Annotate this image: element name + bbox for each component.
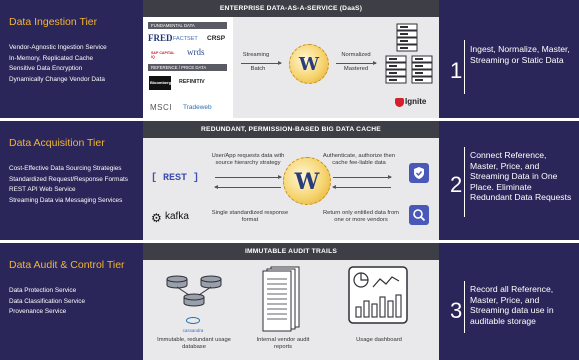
refinitiv-logo: REFINITIV — [179, 79, 205, 85]
cassandra-logo: cassandra — [182, 328, 204, 333]
tier-1-divider — [464, 40, 465, 94]
tier-2-divider — [464, 147, 465, 217]
msci-logo: MSCI — [150, 103, 172, 112]
tier-1-band-title: ENTERPRISE DATA-AS-A-SERVICE (DaaS) — [143, 0, 439, 17]
tier-2-left-panel: Data Acquisition Tier Cost-Effective Dat… — [0, 121, 143, 240]
arrow-normalized — [336, 61, 377, 65]
tier-3-description: Record all Reference, Master, Price, and… — [470, 284, 554, 326]
request-text: User/App requests data with source hiera… — [211, 153, 285, 166]
ignite-logo: Ignite — [405, 97, 427, 106]
tier-3-bullet: Data Protection Service — [9, 287, 77, 294]
batch-label: Batch — [250, 66, 266, 72]
fundamental-data-header: FUNDAMENTAL DATA — [148, 22, 227, 29]
sp-capital-iq-logo: S&P CAPITAL IQ — [151, 51, 175, 59]
tier-2-right-panel: 2 Connect Reference, Master, Price, and … — [439, 121, 579, 240]
tier-acquisition: Data Acquisition Tier Cost-Effective Dat… — [0, 121, 579, 240]
crsp-logo: CRSP — [207, 35, 226, 42]
tier-3-bullet: Provenance Service — [9, 308, 67, 316]
ignite-flame-icon — [395, 98, 404, 107]
tier-1-bullet: Dynamically Change Vendor Data — [9, 75, 105, 83]
search-icon — [409, 205, 429, 225]
tier-3-number: 3 — [450, 298, 463, 323]
arrow-streaming — [241, 61, 282, 65]
tier-ingestion: Data Ingestion Tier Vendor-Agnostic Inge… — [0, 0, 579, 118]
arrow-return — [332, 185, 391, 189]
tier-2-number: 2 — [450, 172, 463, 197]
auth-text: Authenticate, authorize then cache fee-l… — [322, 153, 396, 166]
tier-2-band-title: REDUNDANT, PERMISSION-BASED BIG DATA CAC… — [143, 121, 439, 138]
streaming-label: Streaming — [242, 52, 270, 58]
shield-check-icon — [409, 163, 429, 183]
wrds-logo: wrds — [187, 47, 205, 57]
tier-3-right-panel: 3 Record all Reference, Master, Price, a… — [439, 243, 579, 360]
vendor-logo-box: FUNDAMENTAL DATA FRED FACTSET CRSP S&P C… — [143, 17, 233, 118]
tier-2-description: Connect Reference, Master, Price, and St… — [470, 150, 572, 203]
server-cluster-icon — [385, 23, 433, 84]
database-cluster-icon — [166, 275, 222, 307]
usage-database-caption: Immutable, redundant usage database — [157, 337, 231, 350]
tier-3-title: Data Audit & Control Tier — [9, 259, 125, 271]
reference-price-data-header: REFERENCE / PRICE DATA — [148, 64, 227, 71]
tier-3-left-panel: Data Audit & Control Tier Data Protectio… — [0, 243, 143, 360]
bloomberg-logo: Bloomberg — [149, 76, 171, 90]
tier-2-bullet: REST API Web Service — [9, 186, 76, 194]
fred-logo: FRED — [148, 33, 173, 43]
tier-3-divider — [464, 281, 465, 333]
audit-reports-caption: Internal vendor audit reports — [256, 337, 310, 350]
usage-dashboard-icon — [348, 266, 408, 324]
normalized-label: Normalized — [341, 52, 371, 58]
tier-audit: Data Audit & Control Tier Data Protectio… — [0, 243, 579, 360]
tier-1-center-panel: ENTERPRISE DATA-AS-A-SERVICE (DaaS) FUND… — [143, 0, 439, 118]
tier-3-bullet: Data Classification Service — [9, 297, 86, 305]
tier-2-center-panel: REDUNDANT, PERMISSION-BASED BIG DATA CAC… — [143, 121, 439, 240]
tier-3-band-title: IMMUTABLE AUDIT TRAILS — [143, 243, 439, 260]
rest-logo: [ REST ] — [151, 173, 200, 184]
tradeweb-logo: Tradeweb — [183, 104, 212, 111]
tier-1-bullet: Vendor-Agnostic Ingestion Service — [9, 44, 107, 51]
tier-1-left-panel: Data Ingestion Tier Vendor-Agnostic Inge… — [0, 0, 143, 118]
arrow-response — [214, 185, 281, 189]
kafka-icon: ⚙ — [151, 211, 162, 225]
tier-2-bullet: Streaming Data via Messaging Services — [9, 196, 123, 204]
tier-2-title: Data Acquisition Tier — [9, 137, 105, 149]
arrow-request — [215, 175, 282, 179]
tier-1-description: Ingest, Normalize, Master, Streaming or … — [470, 44, 570, 65]
w-logo-icon: W — [283, 157, 331, 205]
tier-1-right-panel: 1 Ingest, Normalize, Master, Streaming o… — [439, 0, 579, 118]
audit-reports-icon — [262, 266, 300, 332]
tier-1-bullet: In-Memory, Replicated Cache — [9, 54, 94, 62]
factset-logo: FACTSET — [173, 36, 198, 42]
format-text: Single standardized response format — [211, 210, 289, 223]
tier-1-number: 1 — [450, 58, 463, 83]
w-logo-icon: W — [289, 44, 329, 84]
return-text: Return only entitled data from one or mo… — [322, 210, 400, 223]
tier-2-bullet: Standardized Request/Response Formats — [9, 175, 129, 183]
tier-1-title: Data Ingestion Tier — [9, 16, 98, 28]
kafka-logo: kafka — [165, 211, 189, 222]
tier-3-center-panel: IMMUTABLE AUDIT TRAILS cassandra Immutab… — [143, 243, 439, 360]
usage-dashboard-caption: Usage dashboard — [356, 337, 402, 343]
cassandra-eye-icon — [186, 317, 200, 324]
tier-2-bullet: Cost-Effective Data Sourcing Strategies — [9, 165, 122, 172]
mastered-label: Mastered — [343, 66, 369, 72]
arrow-auth — [333, 175, 392, 179]
tier-1-bullet: Sensitive Data Encryption — [9, 65, 83, 73]
